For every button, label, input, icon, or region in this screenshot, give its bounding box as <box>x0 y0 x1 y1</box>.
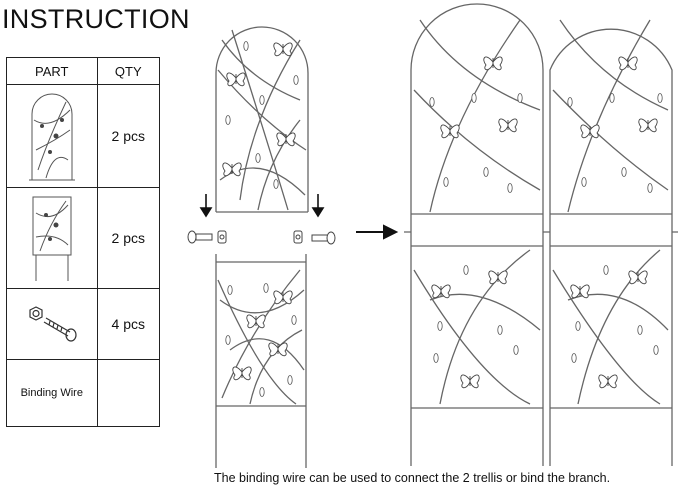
nut-icon <box>293 230 303 244</box>
qty-cell: 2 pcs <box>96 84 161 188</box>
bolt-icon <box>311 231 336 245</box>
trellis-top-panel-icon <box>28 93 75 181</box>
page-title: INSTRUCTION <box>2 4 190 34</box>
binding-wire-note: The binding wire can be used to connect … <box>214 471 611 485</box>
down-arrow-icon <box>199 194 213 218</box>
table-row: 2 pcs <box>6 84 161 188</box>
trellis-bottom-panel-icon <box>215 254 307 468</box>
bolt-icon <box>187 230 213 244</box>
qty-column-header: QTY <box>96 57 161 85</box>
part-cell <box>6 84 98 188</box>
parts-table: PART QTY 2 pcs <box>6 57 161 427</box>
bolt-and-nut-icon <box>29 306 77 342</box>
table-row: Binding Wire <box>6 359 161 427</box>
table-header-row: PART QTY <box>6 57 161 85</box>
qty-cell: 2 pcs <box>96 187 161 289</box>
part-column-header: PART <box>6 57 98 85</box>
assembled-trellis-decorations <box>429 56 663 389</box>
qty-cell <box>96 359 161 427</box>
part-label: Binding Wire <box>6 359 98 427</box>
trellis-bottom-panel-icon <box>32 196 72 281</box>
down-arrow-icon <box>311 194 325 218</box>
table-row: 4 pcs <box>6 288 161 360</box>
qty-cell: 4 pcs <box>96 288 161 360</box>
trellis-top-panel-icon <box>215 26 309 213</box>
assembled-trellis-icon <box>404 3 678 466</box>
nut-icon <box>217 230 227 244</box>
right-arrow-icon <box>356 224 399 240</box>
